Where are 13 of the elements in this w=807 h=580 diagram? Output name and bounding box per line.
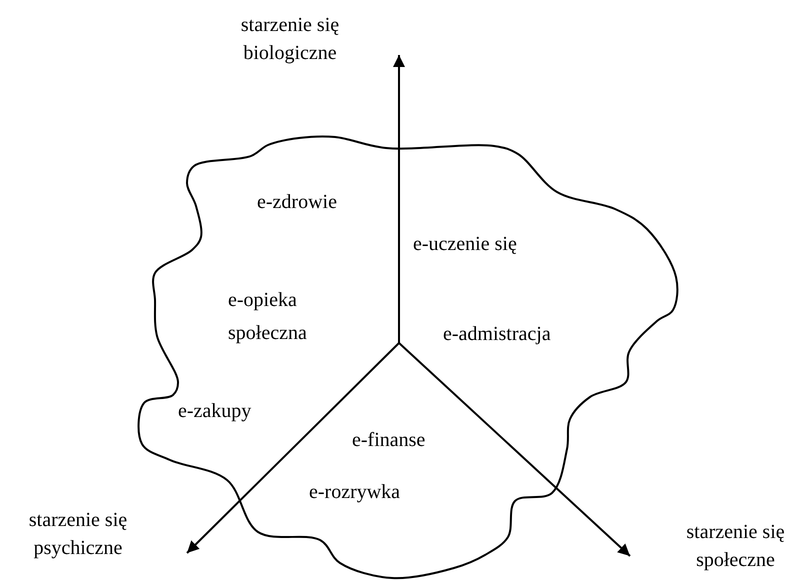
sector-label: e-rozrywka: [309, 480, 400, 505]
axis-arrow: [186, 342, 400, 554]
sector-label: e-finanse: [352, 428, 426, 453]
sector-label: e-opieka społeczna: [228, 288, 308, 346]
axis-label: starzenie się społeczne: [668, 518, 803, 574]
axis-arrow: [393, 55, 405, 343]
sector-label: e-zakupy: [178, 399, 252, 424]
axis-label: starzenie się biologiczne: [225, 11, 355, 67]
sector-label: e-uczenie się: [413, 232, 517, 257]
sector-label: e-zdrowie: [257, 190, 337, 215]
sector-label: e-admistracja: [443, 322, 551, 347]
axis-arrow: [398, 342, 631, 557]
axis-label: starzenie się psychiczne: [8, 506, 148, 562]
